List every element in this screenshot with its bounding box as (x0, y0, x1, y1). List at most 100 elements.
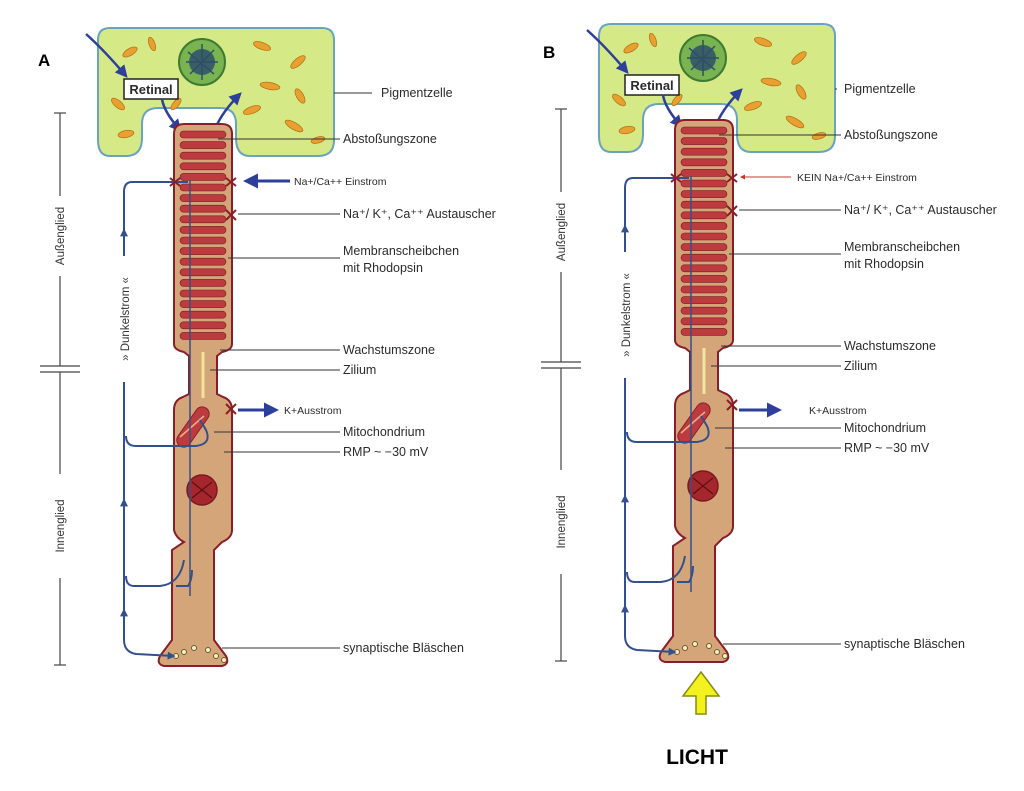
synaptic-vesicles (173, 645, 227, 663)
membrane-disc (680, 253, 728, 262)
membrane-disc (179, 226, 227, 234)
membrane-disc (680, 275, 728, 283)
zilium-label: Zilium (844, 359, 877, 373)
membrane-disc (680, 137, 728, 145)
membrane-disc (179, 279, 227, 287)
rmp-label: RMP ~ −30 mV (343, 445, 429, 459)
membrane-disc (179, 236, 227, 245)
membrane-disc (179, 141, 227, 149)
leader-lines (711, 88, 841, 645)
wachstumszone-label: Wachstumszone (844, 339, 936, 353)
membrane-disc (179, 183, 227, 192)
ausstrom-label: K+Ausstrom (284, 405, 342, 417)
membrane-disc (680, 285, 728, 294)
abstossungszone-label: Abstoßungszone (343, 132, 437, 146)
membrane-disc (680, 211, 728, 220)
membrane-disc (680, 126, 728, 135)
dark-current-circuit (120, 180, 209, 660)
channels (670, 173, 738, 411)
austauscher-label: Na⁺/ K⁺, Ca⁺⁺ Austauscher (343, 207, 496, 221)
innenglied-label: Innenglied (556, 495, 568, 548)
membrane-disc (179, 173, 227, 181)
nucleus (679, 34, 727, 82)
panel-letter: A (38, 51, 50, 70)
membrane-discs (680, 126, 728, 336)
membrane-disc (179, 268, 227, 277)
light-arrow (681, 670, 721, 715)
cell-nucleus (687, 470, 719, 502)
austauscher-label: Na⁺/ K⁺, Ca⁺⁺ Austauscher (844, 203, 997, 217)
dunkelstrom-label: » Dunkelstrom « (621, 273, 633, 357)
panel-letter: B (543, 43, 555, 62)
membrane-disc (680, 179, 728, 188)
membrane-disc (179, 332, 227, 340)
aussenglied-label: Außenglied (55, 207, 67, 265)
scale-bars (541, 108, 581, 662)
ausstrom-label: K+Ausstrom (809, 405, 867, 417)
membran-label-2: mit Rhodopsin (844, 257, 924, 271)
membrane-disc (179, 257, 227, 266)
mitochondrium-label: Mitochondrium (343, 425, 425, 439)
pigmentzelle-label: Pigmentzelle (381, 86, 453, 100)
dark-current-circuit (621, 176, 710, 656)
retinal-box: Retinal (123, 78, 179, 100)
membrane-disc (680, 190, 728, 198)
pigmentzelle-label: Pigmentzelle (844, 82, 916, 96)
kein-einstrom-label: KEIN Na+/Ca++ Einstrom (797, 172, 917, 184)
abstossungszone-label: Abstoßungszone (844, 128, 938, 142)
membrane-disc (680, 158, 728, 167)
synaptische-label: synaptische Bläschen (844, 637, 965, 651)
scale-bars (40, 112, 80, 666)
membran-label-1: Membranscheibchen (343, 244, 459, 258)
svg-text:Retinal: Retinal (630, 78, 673, 93)
membrane-disc (680, 296, 728, 304)
rod-cell (658, 119, 734, 663)
membrane-disc (680, 243, 728, 251)
membrane-disc (179, 151, 227, 160)
membrane-disc (680, 200, 728, 209)
membrane-disc (179, 300, 227, 308)
innenglied-label: Innenglied (55, 499, 67, 552)
synaptic-vesicles (674, 641, 728, 659)
membrane-disc (179, 321, 227, 330)
membran-label-1: Membranscheibchen (844, 240, 960, 254)
leader-lines (210, 92, 372, 649)
rod-cell (157, 123, 233, 667)
membrane-disc (179, 247, 227, 255)
pigment-cell (97, 27, 335, 157)
rmp-label: RMP ~ −30 mV (844, 441, 930, 455)
membrane-disc (179, 204, 227, 213)
cell-nucleus (186, 474, 218, 506)
membran-label-2: mit Rhodopsin (343, 261, 423, 275)
membrane-disc (680, 328, 728, 336)
aussenglied-label: Außenglied (556, 203, 568, 261)
membrane-disc (179, 310, 227, 319)
membrane-disc (680, 222, 728, 230)
membrane-disc (680, 306, 728, 315)
nucleus (178, 38, 226, 86)
membrane-disc (179, 130, 227, 139)
retinal-box: Retinal (624, 74, 680, 96)
membrane-disc (179, 162, 227, 171)
synaptische-label: synaptische Bläschen (343, 641, 464, 655)
membrane-disc (680, 169, 728, 177)
membrane-disc (179, 215, 227, 224)
svg-text:Retinal: Retinal (129, 82, 172, 97)
membrane-discs (179, 130, 227, 340)
mitochondrium-label: Mitochondrium (844, 421, 926, 435)
einstrom-label: Na+/Ca++ Einstrom (294, 176, 387, 188)
wachstumszone-label: Wachstumszone (343, 343, 435, 357)
dunkelstrom-label: » Dunkelstrom « (120, 277, 132, 361)
pigment-cell (598, 23, 836, 153)
membrane-disc (179, 289, 227, 298)
membrane-disc (680, 264, 728, 273)
membrane-disc (680, 317, 728, 326)
membrane-disc (680, 147, 728, 156)
panel-a: A (38, 27, 496, 667)
channels (169, 177, 237, 415)
membrane-disc (179, 194, 227, 202)
zilium-label: Zilium (343, 363, 376, 377)
membrane-disc (680, 232, 728, 241)
licht-label: LICHT (666, 746, 728, 769)
